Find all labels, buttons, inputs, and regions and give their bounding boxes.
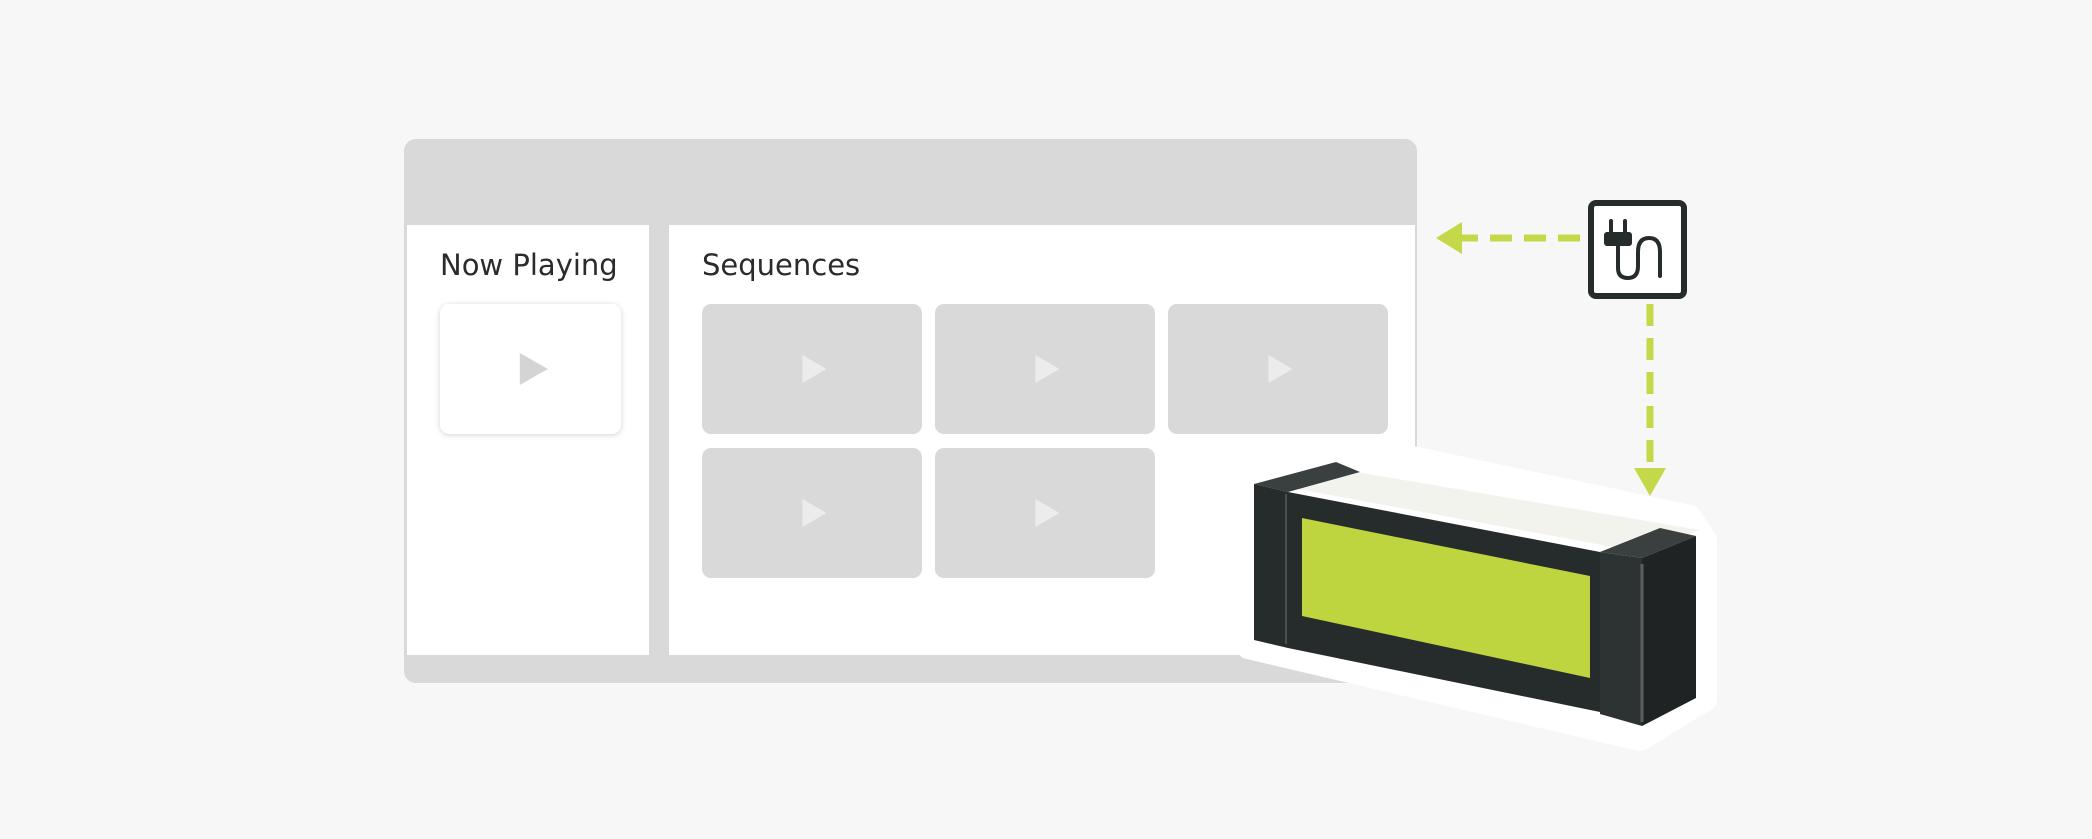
- power-to-device-arrow: [1634, 304, 1666, 496]
- sequences-title: Sequences: [702, 248, 861, 282]
- sequence-thumbnail[interactable]: [702, 304, 922, 434]
- sequence-thumbnail[interactable]: [935, 304, 1155, 434]
- now-playing-title: Now Playing: [440, 248, 618, 282]
- power-plug-icon: [1588, 200, 1687, 299]
- led-display-device-icon: [1237, 437, 1717, 751]
- play-icon[interactable]: [802, 355, 827, 383]
- play-icon[interactable]: [802, 499, 827, 527]
- play-icon[interactable]: [1035, 499, 1060, 527]
- power-to-app-arrow: [1436, 222, 1580, 254]
- play-icon[interactable]: [519, 353, 548, 385]
- play-icon[interactable]: [1268, 355, 1293, 383]
- sequence-thumbnail[interactable]: [1168, 304, 1388, 434]
- sequences-panel: Sequences: [669, 225, 1415, 655]
- now-playing-panel: Now Playing: [407, 225, 649, 655]
- sequence-thumbnail[interactable]: [702, 448, 922, 578]
- now-playing-thumbnail[interactable]: [440, 304, 621, 434]
- play-icon[interactable]: [1035, 355, 1060, 383]
- sequence-thumbnail[interactable]: [935, 448, 1155, 578]
- app-window: Now Playing Sequences: [404, 139, 1417, 683]
